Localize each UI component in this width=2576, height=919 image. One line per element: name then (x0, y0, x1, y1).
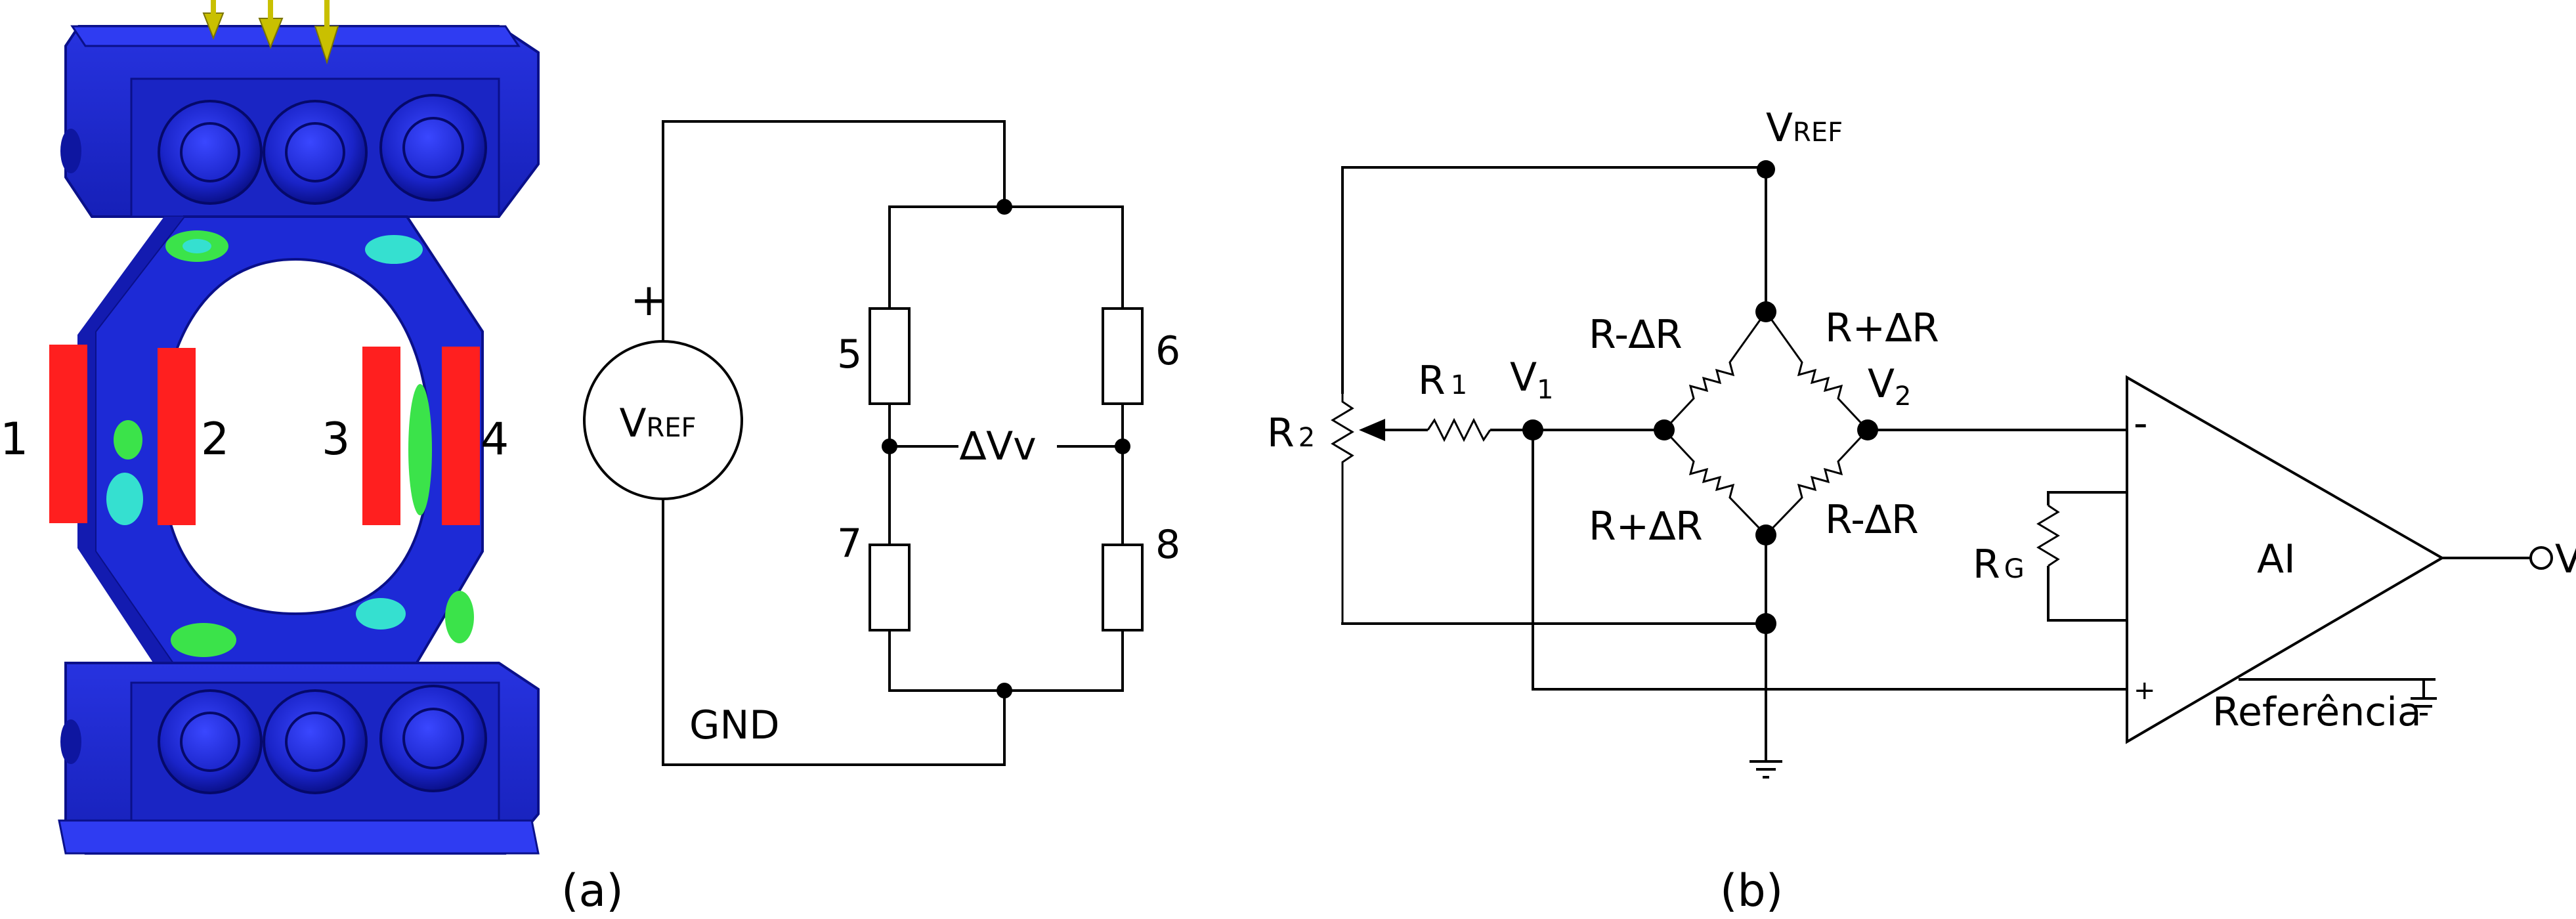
strain-gauge-3 (362, 347, 400, 525)
vo-label: V0 (2555, 536, 2576, 584)
load-cell-3d-model: 1 2 3 4 (0, 0, 540, 855)
bridge-resistor-bottom-right (1765, 429, 1869, 536)
strain-gauge-1 (49, 345, 87, 523)
top-fixture (60, 25, 540, 218)
bridge-label-top-right: R+∆R (1825, 305, 1939, 351)
gauge-label-2: 2 (201, 414, 229, 465)
gauge-label-4: 4 (481, 414, 509, 465)
resistor-5 (869, 307, 911, 405)
gnd-label: GND (689, 702, 780, 748)
bridge-resistor-bottom-left (1663, 429, 1767, 536)
resistor-label-6: 6 (1155, 328, 1180, 374)
amp-plus-sign: + (2134, 675, 2156, 706)
source-plus-sign: + (630, 274, 668, 326)
wire-gnd (662, 499, 1006, 766)
strain-gauges (49, 345, 480, 525)
caption-b: (b) (1720, 865, 1783, 917)
gain-resistor-rg (2036, 504, 2060, 567)
bridge-label-top-left: R-∆R (1589, 312, 1683, 358)
wire-vref (662, 120, 1006, 341)
output-terminal (2529, 546, 2553, 570)
resistor-label-5: 5 (837, 331, 862, 377)
wiper-arrow (1359, 419, 1385, 441)
resistor-8 (1102, 544, 1144, 631)
strain-gauge-2 (158, 348, 196, 525)
reference-ground-symbol (2411, 679, 2437, 716)
resistor-7 (869, 544, 911, 631)
bridge-resistor-top-left (1663, 311, 1767, 431)
resistor-label-8: 8 (1155, 522, 1180, 568)
bridge-label-bottom-left: R+∆R (1589, 503, 1703, 549)
gauge-label-1: 1 (0, 414, 28, 465)
v2-label: V2 (1868, 361, 1912, 412)
resistor-6 (1102, 307, 1144, 405)
delta-vv-label: ∆Vv (959, 423, 1037, 469)
bridge-label-bottom-right: R-∆R (1825, 497, 1919, 543)
instrumentation-amplifier (2126, 375, 2445, 744)
v1-label: V1 (1510, 354, 1554, 405)
potentiometer-r2 (1331, 394, 1354, 624)
resistor-r1 (1427, 417, 1492, 442)
voltage-source (583, 340, 743, 500)
gauge-label-3: 3 (322, 414, 350, 465)
full-bridge-circuit: VREF + GND 5 6 7 8 ∆Vv (583, 120, 1180, 766)
strain-gauge-4 (442, 347, 480, 525)
caption-a: (a) (561, 865, 624, 917)
octagonal-ring (77, 215, 484, 681)
ground-symbol (1750, 760, 1782, 779)
source-label: VREF (619, 400, 696, 446)
reference-label: Referência (2212, 689, 2422, 735)
bottom-fixture (58, 662, 540, 855)
load-arrows (202, 0, 339, 65)
amp-minus-sign: - (2134, 400, 2148, 446)
amp-label: AI (2257, 536, 2296, 582)
bridge-resistor-top-right (1765, 311, 1869, 431)
resistor-label-7: 7 (837, 521, 862, 566)
vref-label: VREF (1766, 105, 1843, 151)
